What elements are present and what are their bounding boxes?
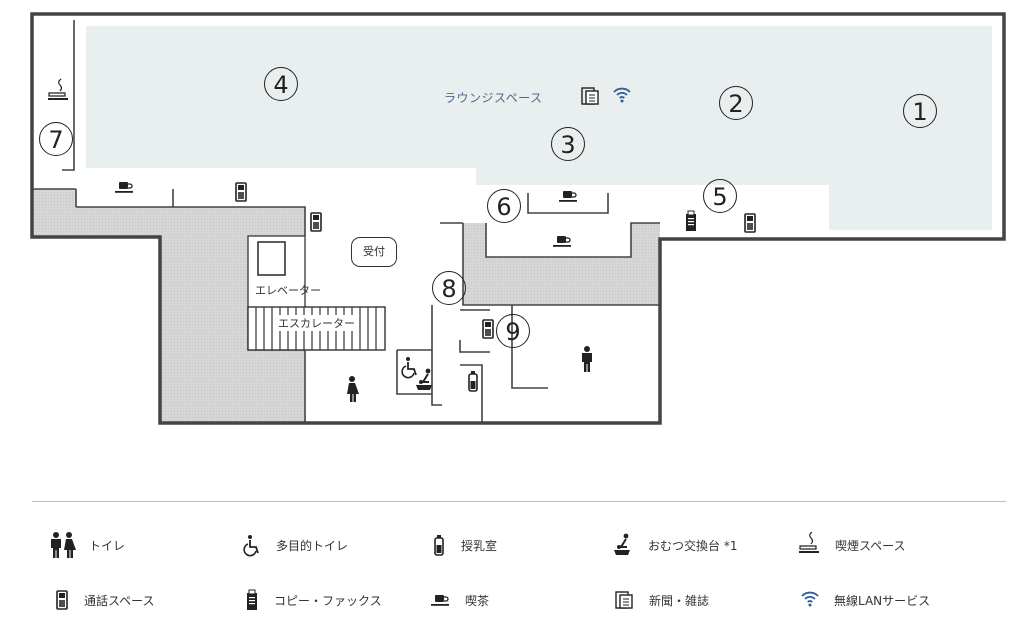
copy-fax-icon <box>246 589 258 611</box>
legend-item-phone-booth: 通話スペース <box>52 587 155 613</box>
legend-label: 多目的トイレ <box>276 538 349 553</box>
reception-desk[interactable]: 受付 <box>351 237 397 267</box>
legend-item-copy-fax: コピー・ファックス <box>242 587 382 613</box>
legend-item-coffee: 喫茶 <box>427 587 489 613</box>
wifi-icon <box>801 591 819 608</box>
legend-item-wifi: 無線LANサービス <box>798 587 930 613</box>
nursing-room-icon <box>434 534 444 556</box>
legend-label: トイレ <box>89 538 126 553</box>
legend-label: コピー・ファックス <box>274 593 382 608</box>
legend-item-smoking-area: 喫煙スペース <box>795 532 906 558</box>
area-number-4[interactable]: 4 <box>264 67 298 101</box>
newspaper-icon <box>615 591 633 609</box>
area-number-6[interactable]: 6 <box>487 189 521 223</box>
legend-label: 無線LANサービス <box>834 593 931 608</box>
area-number-8[interactable]: 8 <box>432 271 466 305</box>
escalator-label: エスカレーター <box>276 315 357 331</box>
legend-item-newspaper: 新聞・雑誌 <box>613 587 709 613</box>
diaper-changing-icon <box>613 532 631 556</box>
area-number-9[interactable]: 9 <box>496 314 530 348</box>
legend-item-accessible-toilet: 多目的トイレ <box>238 532 348 558</box>
smoking-area-icon <box>798 532 820 554</box>
legend-label: 喫煙スペース <box>835 538 906 553</box>
legend-label: 通話スペース <box>84 593 155 608</box>
legend-label: 新聞・雑誌 <box>649 593 710 608</box>
copy-fax-icon <box>685 210 697 232</box>
phone-booth-icon <box>56 590 68 610</box>
legend-item-toilet: トイレ <box>47 532 125 558</box>
legend-item-nursing-room: 授乳室 <box>429 532 497 558</box>
lounge-space-label: ラウンジスペース <box>444 91 543 105</box>
coffee-icon <box>430 594 450 607</box>
area-number-2[interactable]: 2 <box>719 86 753 120</box>
toilet-icon <box>51 532 76 558</box>
area-number-5[interactable]: 5 <box>703 179 737 213</box>
legend-label: 授乳室 <box>461 538 498 553</box>
area-number-1[interactable]: 1 <box>903 94 937 128</box>
legend-label: 喫茶 <box>465 593 490 608</box>
legend-label: おむつ交換台 *1 <box>648 538 738 553</box>
area-number-7[interactable]: 7 <box>39 122 73 156</box>
accessible-toilet-icon <box>243 534 259 557</box>
area-number-3[interactable]: 3 <box>551 127 585 161</box>
floor-map <box>30 12 1006 425</box>
legend-divider <box>32 501 1006 502</box>
legend-item-diaper-changing: おむつ交換台 *1 <box>610 532 737 558</box>
elevator-label: エレベーター <box>255 284 321 297</box>
